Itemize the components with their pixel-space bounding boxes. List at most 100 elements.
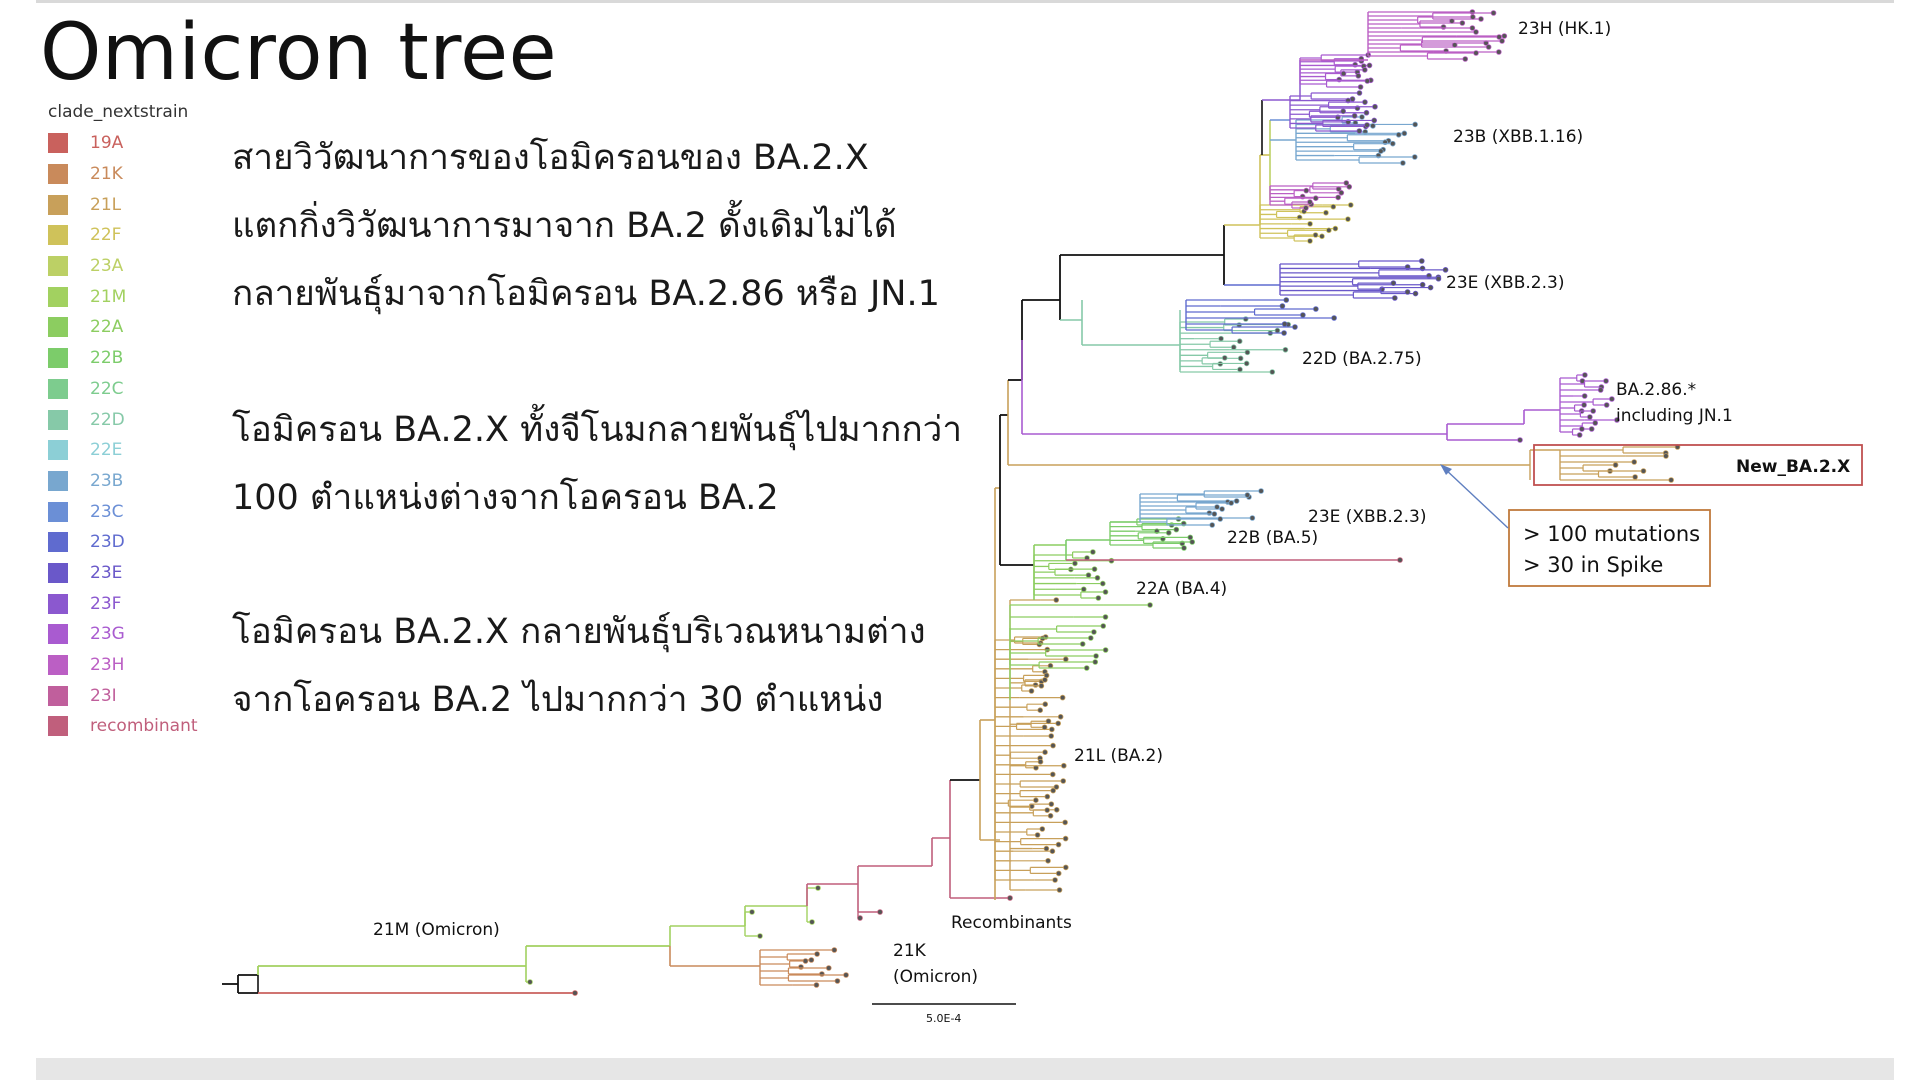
legend-item: 22F [48,220,208,251]
legend-swatch [48,501,68,522]
legend-label: 22D [90,409,125,430]
tree-tip [1042,677,1048,683]
tree-tip [1048,801,1055,807]
legend-swatch [48,225,68,246]
tree-tip [1442,267,1449,273]
label-21k: 21K [893,941,927,961]
legend-swatch [48,133,68,154]
tree-tip [749,909,755,915]
tree-tip [1282,346,1289,353]
tree-tip [1057,713,1064,720]
tree-tip [1307,238,1313,244]
tree-tip [1459,20,1466,26]
tree-tip [1147,602,1153,608]
label-21k-omicron: (Omicron) [893,967,978,987]
tree-tip [1230,344,1237,351]
tree-tip [1335,194,1341,201]
label-23h: 23H (HK.1) [1518,19,1611,39]
tree-tip [1102,647,1109,653]
tree-tip [1411,154,1418,160]
legend-swatch [48,470,68,491]
tree-tip [1062,819,1068,826]
tree-tip [1319,233,1325,240]
bottom-band [36,1058,1894,1080]
tree-tip [1165,529,1172,536]
tree-tip [1052,877,1058,883]
tree-tip [1055,841,1062,848]
legend-label: 23F [90,593,122,614]
tree-tip [1312,232,1319,238]
tree-tip [1269,369,1276,375]
tree-tip [1378,148,1384,154]
new-ba2x-highlight-box [1533,444,1863,486]
tree-tip [1037,758,1044,765]
legend-title: clade_nextstrain [48,102,189,122]
tree-tip [1412,290,1419,297]
legend-label: 22C [90,378,124,399]
tree-tip [1032,682,1039,688]
legend-item: 22C [48,374,208,405]
tree-tip [834,978,841,984]
body-line-5: 100 ตำแหน่งต่างจากโอครอน BA.2 [232,478,779,518]
tree-tip [1218,335,1224,342]
tree-tip [757,933,763,939]
legend-item: 23F [48,588,208,619]
legend-swatch [48,164,68,185]
tree-tip [1228,500,1234,506]
tree-tip [1090,549,1096,555]
tree-tip [1053,806,1060,813]
legend-item: 21L [48,189,208,220]
tree-tip [1668,477,1674,483]
tree-tip [1612,462,1619,468]
tree-tip [1366,62,1373,69]
tree-tip [1397,557,1403,563]
top-divider [36,0,1894,3]
tree-tip [1340,108,1346,115]
tree-tip [1338,190,1345,196]
tree-tip [1359,114,1365,120]
tree-tip [1499,38,1505,44]
tree-tip [1279,303,1286,309]
tree-tip [1181,545,1187,551]
tree-tip [1579,426,1585,432]
tree-tip [1473,29,1479,35]
tree-tip [1346,184,1353,190]
page-title: Omicron tree [40,8,558,98]
tree-tip [1072,560,1078,567]
tree-tip [1451,42,1458,48]
tree-tip [1323,209,1329,216]
label-21m: 21M (Omicron) [373,920,500,940]
tree-tip [1362,99,1368,105]
legend-swatch [48,440,68,461]
legend-label: 22E [90,440,123,461]
tree-tip [1392,295,1398,301]
tree-tip [1478,16,1484,22]
tree-tip [1087,635,1094,641]
tree-tip [1050,742,1056,749]
tree-tip [1219,506,1225,512]
tree-tip [1211,511,1218,517]
tree-tip [1389,140,1396,147]
tree-tip [1326,227,1332,234]
tree-tip [813,982,820,988]
tree-tip [1092,659,1099,665]
legend-item: 23B [48,466,208,497]
tree-tip [1581,402,1587,408]
tree-tip [825,965,832,971]
tree-tip [1401,130,1408,137]
tree-tip [1061,762,1067,769]
tree-tip [1449,18,1455,24]
tree-tip [814,951,820,957]
tree-tip [1300,312,1306,318]
tree-tip [1091,566,1098,572]
tree-tip [1244,349,1251,356]
tree-tip [809,919,815,925]
tree-tip [527,979,533,985]
legend-swatch [48,194,68,215]
tree-tip [1496,49,1502,55]
tree-tip [1044,793,1051,800]
tree-tip [1047,812,1054,819]
tree-tip [1037,707,1044,713]
tree-tip [1060,778,1067,784]
